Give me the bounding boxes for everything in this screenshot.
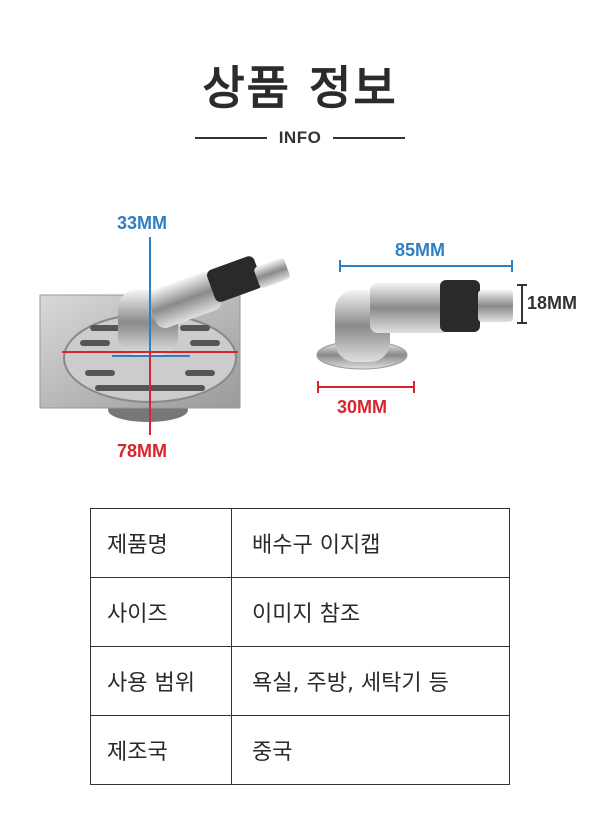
subtitle-row: INFO (0, 128, 600, 148)
row-label: 사용 범위 (90, 646, 232, 716)
drain-dimension-lines (62, 237, 238, 435)
cap-dimension-lines (317, 260, 527, 393)
row-label: 제품명 (90, 508, 232, 578)
product-illustration (39, 237, 527, 435)
divider (333, 137, 406, 139)
row-label: 사이즈 (90, 577, 232, 647)
row-value: 중국 (231, 715, 510, 785)
dimension-label-18mm: 18MM (527, 293, 578, 313)
dimension-label-85mm: 85MM (395, 240, 446, 260)
row-value: 이미지 참조 (231, 577, 510, 647)
divider (194, 137, 267, 139)
dimension-label-78mm: 78MM (117, 441, 168, 461)
row-value: 배수구 이지캡 (231, 508, 510, 578)
dimension-label-30mm: 30MM (337, 397, 388, 417)
row-label: 제조국 (90, 715, 232, 785)
row-value: 욕실, 주방, 세탁기 등 (231, 646, 510, 716)
page-title: 상품 정보 (202, 61, 398, 115)
subtitle: INFO (278, 128, 322, 147)
drain-cap-image (316, 280, 513, 370)
floor-drain-image (39, 256, 290, 422)
dimension-label-33mm: 33MM (117, 213, 168, 233)
